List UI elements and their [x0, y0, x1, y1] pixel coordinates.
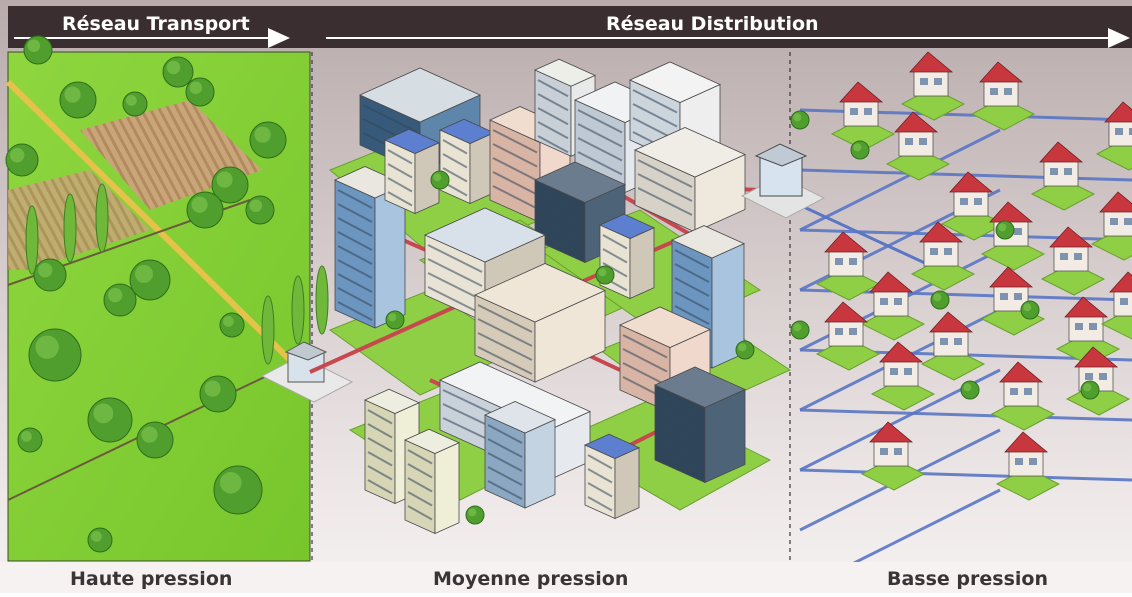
tree — [850, 140, 870, 160]
low-pressure-pipe — [799, 128, 1001, 232]
tree — [87, 397, 133, 443]
tree — [185, 77, 215, 107]
tree — [960, 380, 980, 400]
house — [870, 341, 936, 411]
low-pressure-pipe — [779, 194, 941, 272]
building — [599, 213, 655, 300]
building — [364, 388, 420, 505]
house — [1090, 191, 1132, 261]
zone-label-low: Basse pression — [887, 568, 1048, 590]
tree — [17, 427, 43, 453]
house — [910, 221, 976, 291]
tree — [103, 283, 137, 317]
tree — [790, 320, 810, 340]
house — [885, 111, 951, 181]
tree — [430, 170, 450, 190]
crop-field — [8, 170, 150, 270]
zone-label-high: Haute pression — [70, 568, 233, 590]
trees — [5, 35, 1100, 553]
low-pressure-pipe — [799, 408, 1132, 422]
tree — [995, 220, 1015, 240]
poplar-tree — [261, 295, 275, 365]
building — [474, 263, 606, 383]
house — [995, 431, 1061, 501]
distribution-network-label: Réseau Distribution — [606, 13, 819, 35]
tree — [59, 81, 97, 119]
tree — [245, 195, 275, 225]
tree — [186, 191, 224, 229]
house — [1095, 101, 1132, 171]
tree — [595, 265, 615, 285]
tree — [930, 290, 950, 310]
building — [424, 207, 546, 323]
tree — [5, 143, 39, 177]
house — [940, 171, 1006, 241]
house — [1030, 141, 1096, 211]
tree — [465, 505, 485, 525]
tree — [1020, 300, 1040, 320]
house — [920, 311, 986, 381]
house — [860, 421, 926, 491]
tree — [219, 312, 245, 338]
low-pressure-pipe — [799, 468, 1132, 482]
tree — [790, 110, 810, 130]
house — [990, 361, 1056, 431]
poplar-tree — [291, 275, 305, 345]
tree — [162, 56, 194, 88]
tree — [87, 527, 113, 553]
house — [815, 231, 881, 301]
tree — [136, 421, 174, 459]
house — [900, 51, 966, 121]
building — [634, 127, 746, 233]
building — [404, 428, 460, 535]
building — [654, 366, 746, 484]
tree — [385, 310, 405, 330]
house — [1100, 271, 1132, 340]
building — [584, 433, 640, 520]
tree — [199, 375, 237, 413]
distribution-station — [740, 143, 826, 219]
building — [384, 128, 440, 215]
tree — [28, 328, 82, 382]
building — [439, 118, 495, 205]
tree — [1080, 380, 1100, 400]
tree — [23, 35, 53, 65]
tree — [249, 121, 287, 159]
footer-band — [0, 562, 1132, 593]
pressure-station — [260, 341, 354, 403]
transport-pipeline — [5, 79, 293, 363]
poplar-tree — [315, 265, 329, 335]
tree — [735, 340, 755, 360]
poplar-tree — [25, 205, 39, 275]
house — [860, 271, 926, 341]
house — [970, 61, 1036, 131]
tree — [211, 166, 249, 204]
tree — [33, 258, 67, 292]
distribution-arrow-head — [1108, 28, 1130, 48]
house — [830, 81, 896, 151]
tree — [213, 465, 263, 515]
medium-pressure-pipe — [309, 298, 471, 374]
tree — [129, 259, 171, 301]
transport-arrow-head — [268, 28, 290, 48]
building — [484, 401, 556, 509]
zone-label-medium: Moyenne pression — [433, 568, 629, 590]
poplar-tree — [63, 193, 77, 263]
transport-network-label: Réseau Transport — [62, 13, 250, 35]
poplar-tree — [95, 183, 109, 253]
house — [980, 266, 1046, 336]
header-band — [8, 6, 1132, 48]
house — [1040, 226, 1106, 296]
tree — [122, 91, 148, 117]
house — [815, 301, 881, 371]
buildings — [334, 58, 746, 535]
